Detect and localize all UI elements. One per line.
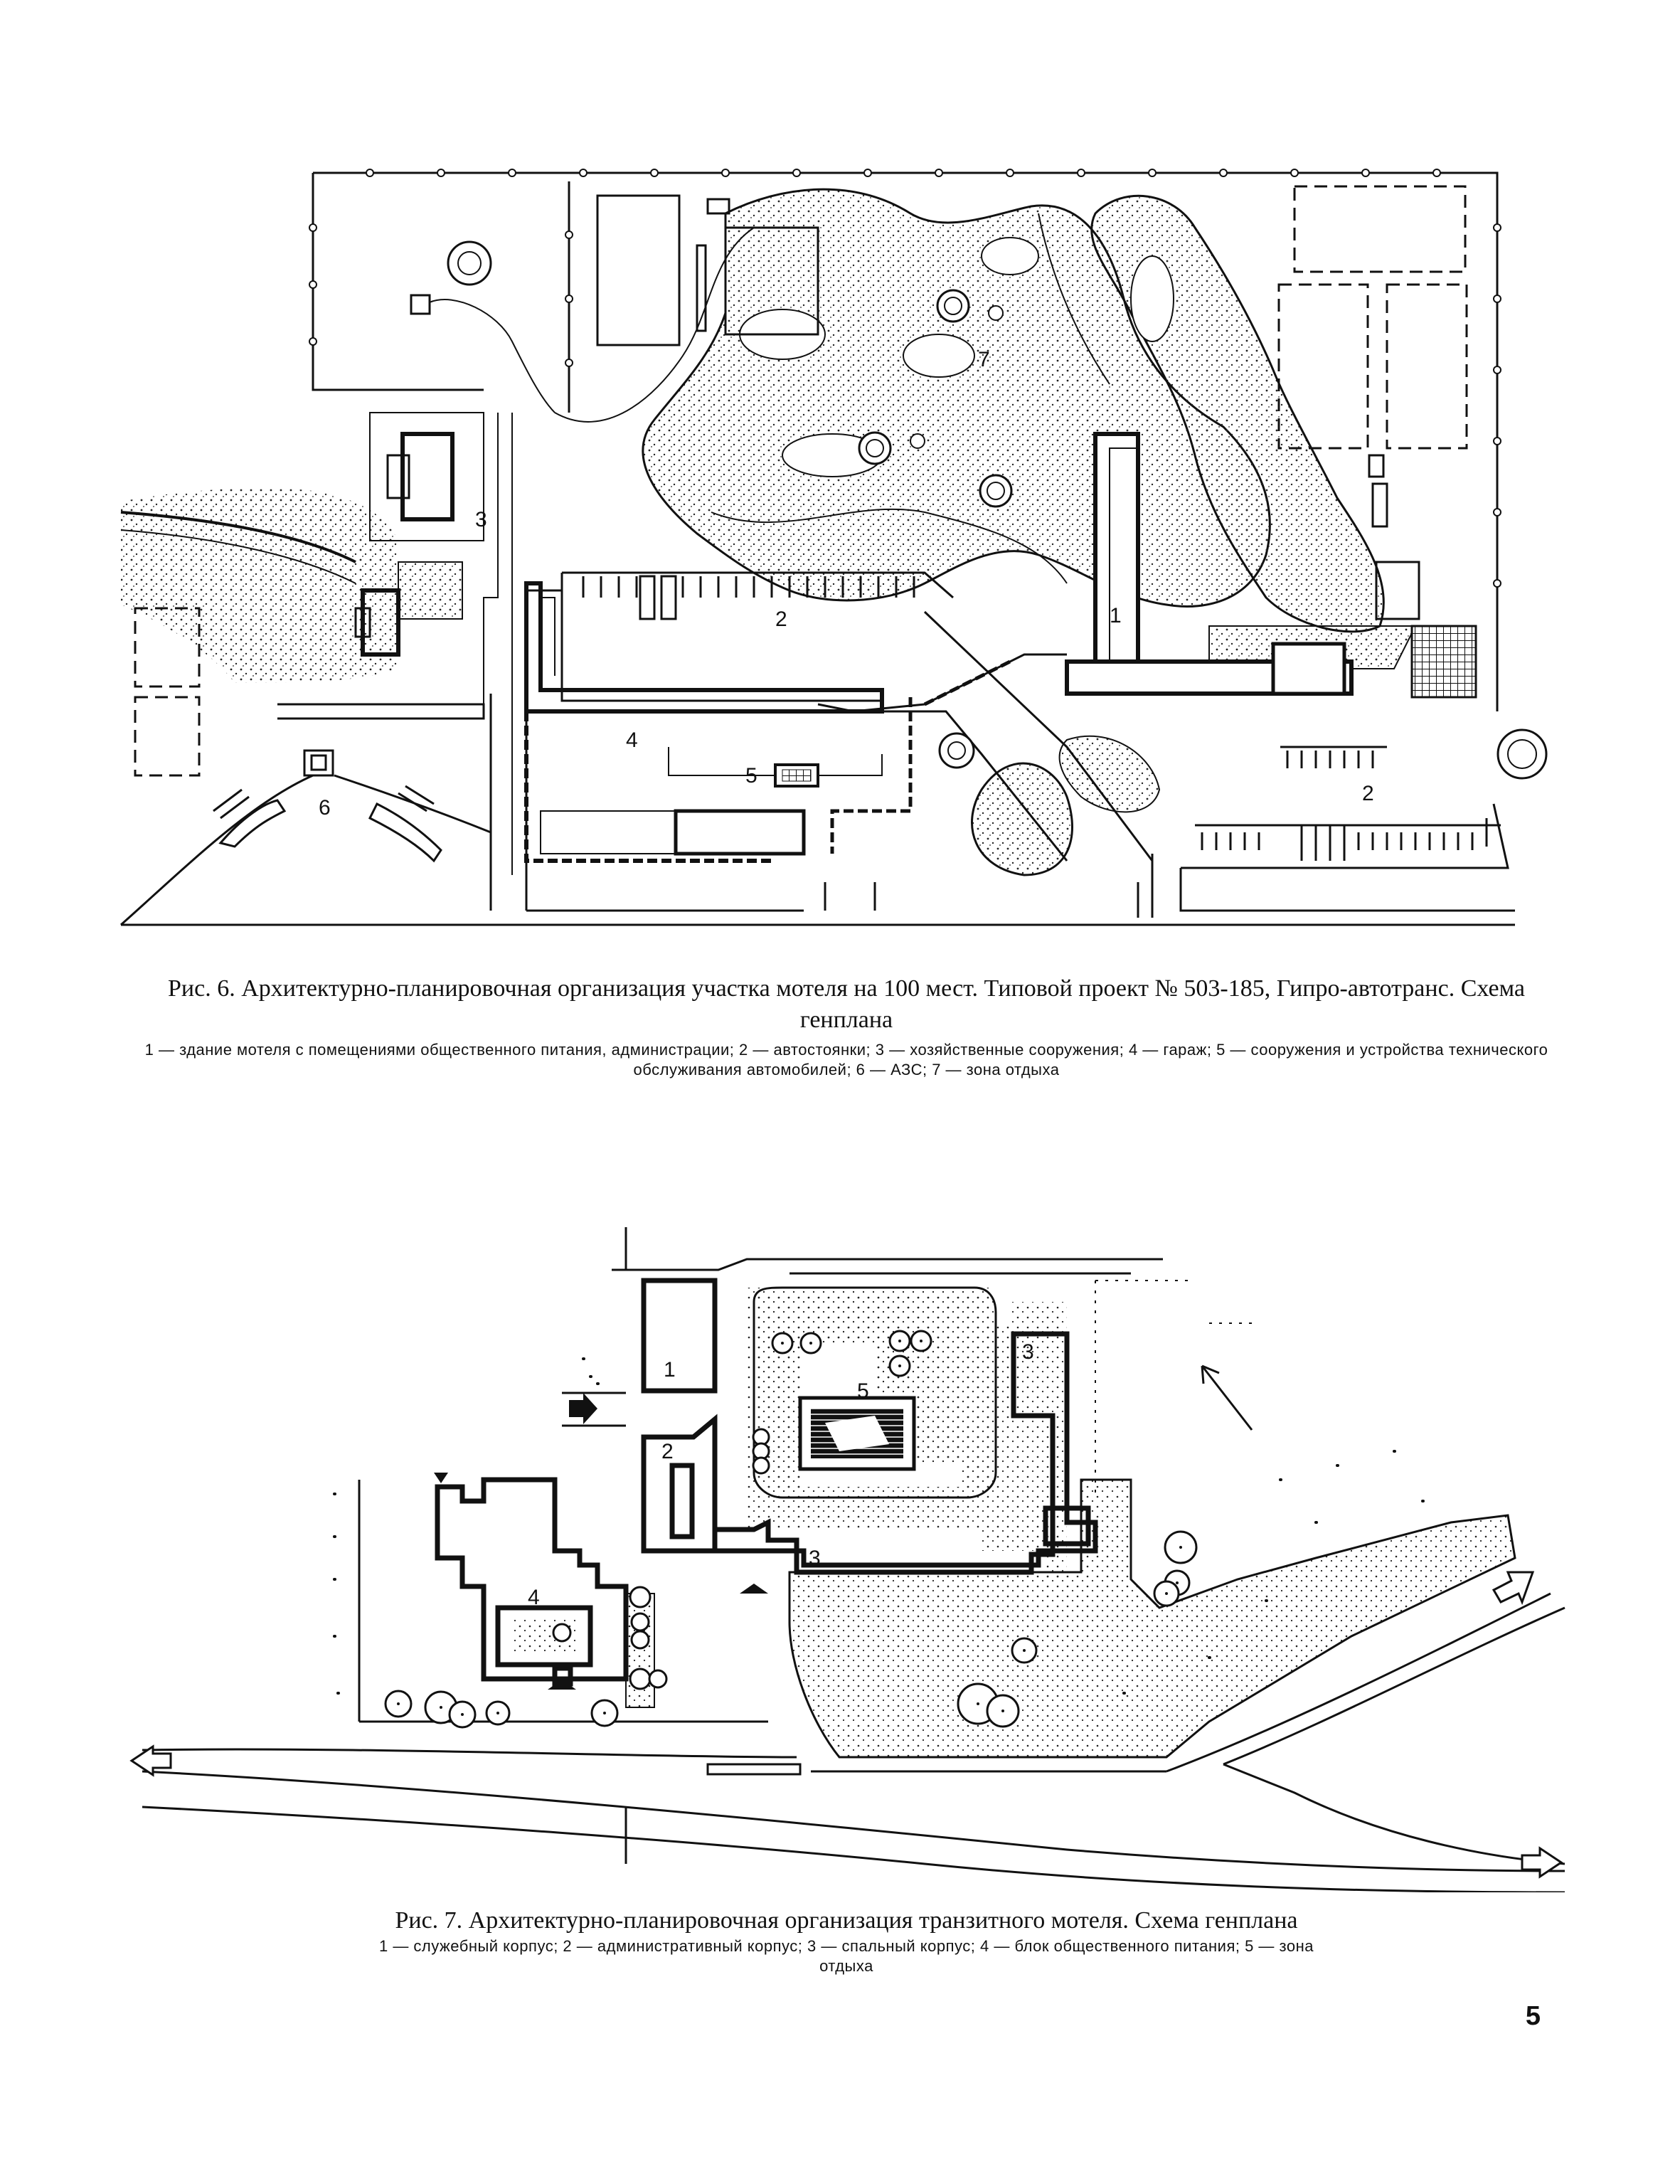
label-sleeping-3a: 3: [1022, 1340, 1034, 1364]
reserve-areas: [134, 185, 1468, 777]
building-1-service: [641, 1278, 718, 1394]
arrow-up-right-icon: [1492, 1571, 1535, 1606]
site-fence: [309, 169, 1501, 711]
figure-6-labels: 1 2 2 3 4 5 6 7: [319, 348, 1374, 820]
building-4-catering: [435, 1477, 629, 1687]
label-parking-2a: 2: [775, 608, 787, 631]
label-gas-6: 6: [319, 796, 331, 820]
label-catering-4: 4: [528, 1586, 540, 1609]
service-station-5: [774, 732, 975, 788]
figure-7-labels: 1 2 3 3 4 5: [528, 1340, 1034, 1609]
small-structures-right: [1368, 454, 1420, 620]
label-parking-2b: 2: [1362, 782, 1374, 805]
building-3-sleeping: [712, 1331, 1098, 1575]
label-recreation-7: 7: [978, 348, 990, 371]
figure-7-green-areas: [625, 1280, 1516, 1759]
motel-building-1: [1065, 432, 1354, 696]
left-road: [120, 511, 356, 563]
gas-station-6: [120, 703, 491, 926]
label-admin-2: 2: [661, 1440, 674, 1463]
label-garage-4: 4: [626, 728, 638, 752]
figure-7-site-plan: 1 2 3 3 4 5: [129, 1227, 1565, 1892]
paved-grid-area: [1410, 625, 1477, 699]
recreation-zone: [642, 188, 1417, 876]
pool-top-left: [410, 240, 555, 413]
label-sleeping-3b: 3: [809, 1547, 821, 1570]
arrow-left-icon: [129, 1744, 172, 1777]
north-arrow-icon: [1201, 1364, 1253, 1431]
label-rest-5: 5: [857, 1379, 869, 1403]
label-service-5: 5: [745, 764, 757, 788]
garage-4: [524, 581, 1011, 863]
left-wooded-area: [121, 487, 398, 683]
parking-lower: [1181, 746, 1509, 869]
court-tree-icon: [552, 1623, 572, 1643]
figure-6-caption: Рис. 6. Архитектурно-планировочная орган…: [168, 975, 1525, 1033]
building-2-admin: [641, 1414, 718, 1554]
household-buildings: [354, 412, 513, 875]
trees: [384, 1330, 1198, 1729]
rest-zone-5: [798, 1396, 916, 1471]
traffic-arrows: [129, 1571, 1563, 1879]
label-motel-1: 1: [1110, 604, 1122, 627]
scattered-dots: [333, 1357, 1425, 1695]
figure-7-caption: Рис. 7. Архитектурно-планировочная орган…: [395, 1907, 1298, 1934]
recreation-path: [554, 213, 1110, 584]
figure-6-site-plan: 1 2 2 3 4 5 6 7: [120, 169, 1548, 926]
pool-right: [1496, 728, 1548, 780]
main-highway: [121, 854, 1515, 926]
figure-6-legend: 1 — здание мотеля с помещениями обществе…: [144, 1041, 1548, 1078]
figure-7-legend: 1 — служебный корпус; 2 — административн…: [378, 1937, 1314, 1975]
label-service-1: 1: [664, 1358, 676, 1382]
parking-upper: [560, 571, 954, 620]
figure-7-roads: [142, 1227, 1565, 1892]
arrow-right-icon: [1521, 1846, 1563, 1879]
page-number: 5: [1525, 2001, 1541, 2031]
sports-fields: [596, 194, 819, 346]
label-household-3: 3: [475, 508, 487, 531]
